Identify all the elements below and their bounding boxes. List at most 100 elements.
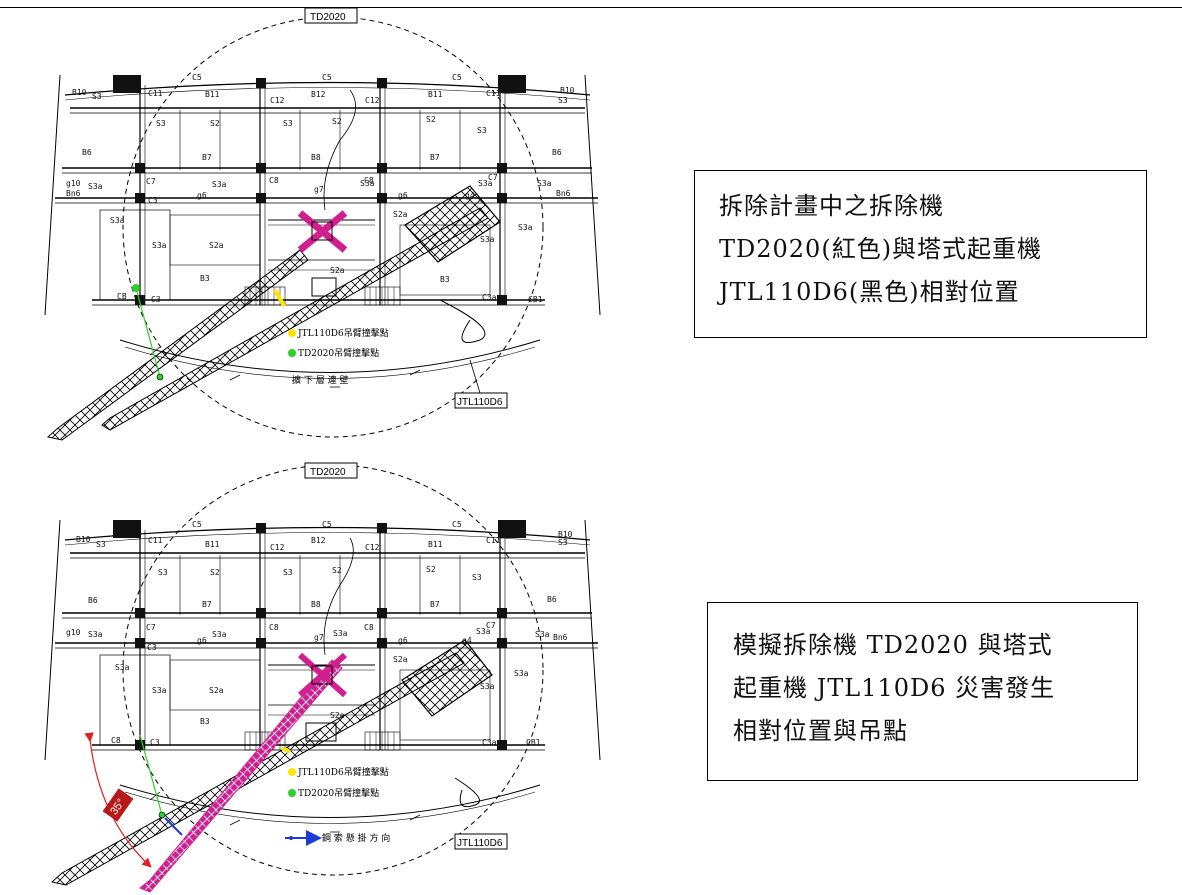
svg-text:C12: C12 xyxy=(270,96,285,105)
svg-text:C8: C8 xyxy=(364,176,374,185)
svg-text:C3a: C3a xyxy=(482,738,497,747)
svg-text:C3a: C3a xyxy=(482,293,497,302)
svg-text:B11: B11 xyxy=(428,540,443,549)
svg-text:B7: B7 xyxy=(430,153,440,162)
svg-text:S3: S3 xyxy=(477,126,487,135)
jtl110d6-jib-top xyxy=(46,89,501,441)
svg-text:B6: B6 xyxy=(552,148,562,157)
td2020-arm-top xyxy=(297,210,348,253)
caption-bottom-line-3: 相對位置與吊點 xyxy=(733,717,908,745)
svg-text:g7: g7 xyxy=(314,633,324,642)
caption-bottom: 模擬拆除機 TD2020 與塔式 起重機 JTL110D6 災害發生 相對位置與… xyxy=(707,602,1138,781)
svg-text:C5: C5 xyxy=(452,520,462,529)
svg-text:B6: B6 xyxy=(82,148,92,157)
svg-text:S2: S2 xyxy=(332,117,342,126)
top-rule xyxy=(0,7,1182,8)
svg-text:C12: C12 xyxy=(365,96,380,105)
svg-text:C5: C5 xyxy=(192,73,202,82)
svg-text:C3: C3 xyxy=(150,738,160,747)
jtl-hit-marker xyxy=(273,289,286,307)
legend-bottom: JTL110D6吊臂撞擊點 TD2020吊臂撞擊點 鋼 索 懸 掛 方 向 xyxy=(285,766,390,846)
svg-text:B12: B12 xyxy=(311,536,326,545)
td2020-tag-top: TD2020 xyxy=(304,7,358,24)
caption-top-line-3: JTL110D6(黑色)相對位置 xyxy=(719,278,1020,306)
caption-bottom-line-2: 起重機 JTL110D6 災害發生 xyxy=(733,674,1056,702)
svg-text:S3a: S3a xyxy=(212,180,227,189)
svg-text:C5: C5 xyxy=(322,520,332,529)
svg-text:C12: C12 xyxy=(365,543,380,552)
svg-text:Bn6: Bn6 xyxy=(553,633,568,642)
svg-text:S3a: S3a xyxy=(88,630,103,639)
svg-text:C11: C11 xyxy=(486,536,501,545)
svg-text:S3: S3 xyxy=(558,538,568,547)
svg-text:S3a: S3a xyxy=(110,216,125,225)
svg-text:C12: C12 xyxy=(270,543,285,552)
svg-text:g6: g6 xyxy=(197,191,207,200)
svg-text:S2a: S2a xyxy=(330,266,345,275)
svg-text:B3: B3 xyxy=(200,274,210,283)
svg-text:CB: CB xyxy=(117,292,127,301)
svg-text:TD2020: TD2020 xyxy=(310,467,346,478)
svg-text:g4: g4 xyxy=(462,636,472,645)
svg-text:S2: S2 xyxy=(332,566,342,575)
svg-text:S3a: S3a xyxy=(518,223,533,232)
svg-text:S3: S3 xyxy=(558,96,568,105)
caption-top-line-2: TD2020(紅色)與塔式起重機 xyxy=(719,235,1043,263)
svg-text:S3a: S3a xyxy=(115,663,130,672)
svg-text:S3a: S3a xyxy=(480,682,495,691)
svg-text:CB1: CB1 xyxy=(528,295,543,304)
svg-text:C5: C5 xyxy=(322,73,332,82)
svg-text:S3a: S3a xyxy=(333,629,348,638)
svg-text:B11: B11 xyxy=(205,90,220,99)
svg-text:C7: C7 xyxy=(146,623,156,632)
svg-text:B6: B6 xyxy=(547,595,557,604)
svg-text:S3a: S3a xyxy=(88,182,103,191)
caption-top: 拆除計畫中之拆除機 TD2020(紅色)與塔式起重機 JTL110D6(黑色)相… xyxy=(694,170,1147,338)
svg-text:C7: C7 xyxy=(486,621,496,630)
td2020-sling-line xyxy=(135,287,161,378)
td2020-arm-bottom xyxy=(139,652,347,893)
svg-text:S3: S3 xyxy=(96,540,106,549)
svg-text:S2a: S2a xyxy=(393,655,408,664)
svg-text:B3: B3 xyxy=(200,717,210,726)
svg-text:CB1: CB1 xyxy=(526,738,541,747)
svg-text:C8: C8 xyxy=(111,736,121,745)
svg-text:B8: B8 xyxy=(311,600,321,609)
svg-text:g6: g6 xyxy=(197,636,207,645)
jtl110d6-tag-bottom: JTL110D6 xyxy=(454,833,508,850)
svg-text:JTL110D6吊臂撞擊點: JTL110D6吊臂撞擊點 xyxy=(297,766,389,778)
svg-text:S3a: S3a xyxy=(360,179,375,188)
svg-text:C8: C8 xyxy=(269,176,279,185)
svg-text:S3: S3 xyxy=(283,568,293,577)
svg-text:擴 下 層 連 壁: 擴 下 層 連 壁 xyxy=(292,374,348,386)
svg-text:B10: B10 xyxy=(76,535,91,544)
svg-text:B3: B3 xyxy=(440,275,450,284)
svg-text:B11: B11 xyxy=(428,90,443,99)
svg-text:S2a: S2a xyxy=(330,711,345,720)
angle-badge: 35° xyxy=(102,788,134,822)
svg-text:TD2020吊臂撞擊點: TD2020吊臂撞擊點 xyxy=(298,347,379,359)
svg-text:C11: C11 xyxy=(148,89,163,98)
caption-bottom-line-1: 模擬拆除機 TD2020 與塔式 xyxy=(733,631,1053,659)
svg-text:g7: g7 xyxy=(314,185,324,194)
svg-text:S3: S3 xyxy=(158,568,168,577)
svg-text:B7: B7 xyxy=(430,600,440,609)
svg-text:JTL110D6: JTL110D6 xyxy=(457,838,503,849)
svg-text:S3a: S3a xyxy=(535,630,550,639)
svg-text:C8: C8 xyxy=(269,623,279,632)
svg-text:C5: C5 xyxy=(452,73,462,82)
svg-text:S2a: S2a xyxy=(209,241,224,250)
svg-text:S3a: S3a xyxy=(537,179,552,188)
svg-text:S3a: S3a xyxy=(212,630,227,639)
svg-text:鋼 索 懸 掛 方 向: 鋼 索 懸 掛 方 向 xyxy=(322,832,390,844)
svg-text:B12: B12 xyxy=(311,90,326,99)
svg-text:S2: S2 xyxy=(426,115,436,124)
svg-text:S2a: S2a xyxy=(393,210,408,219)
svg-text:Bn6: Bn6 xyxy=(556,189,571,198)
svg-text:S3: S3 xyxy=(283,119,293,128)
svg-text:C3: C3 xyxy=(147,643,157,652)
svg-text:JTL110D6吊臂撞擊點: JTL110D6吊臂撞擊點 xyxy=(297,327,389,339)
